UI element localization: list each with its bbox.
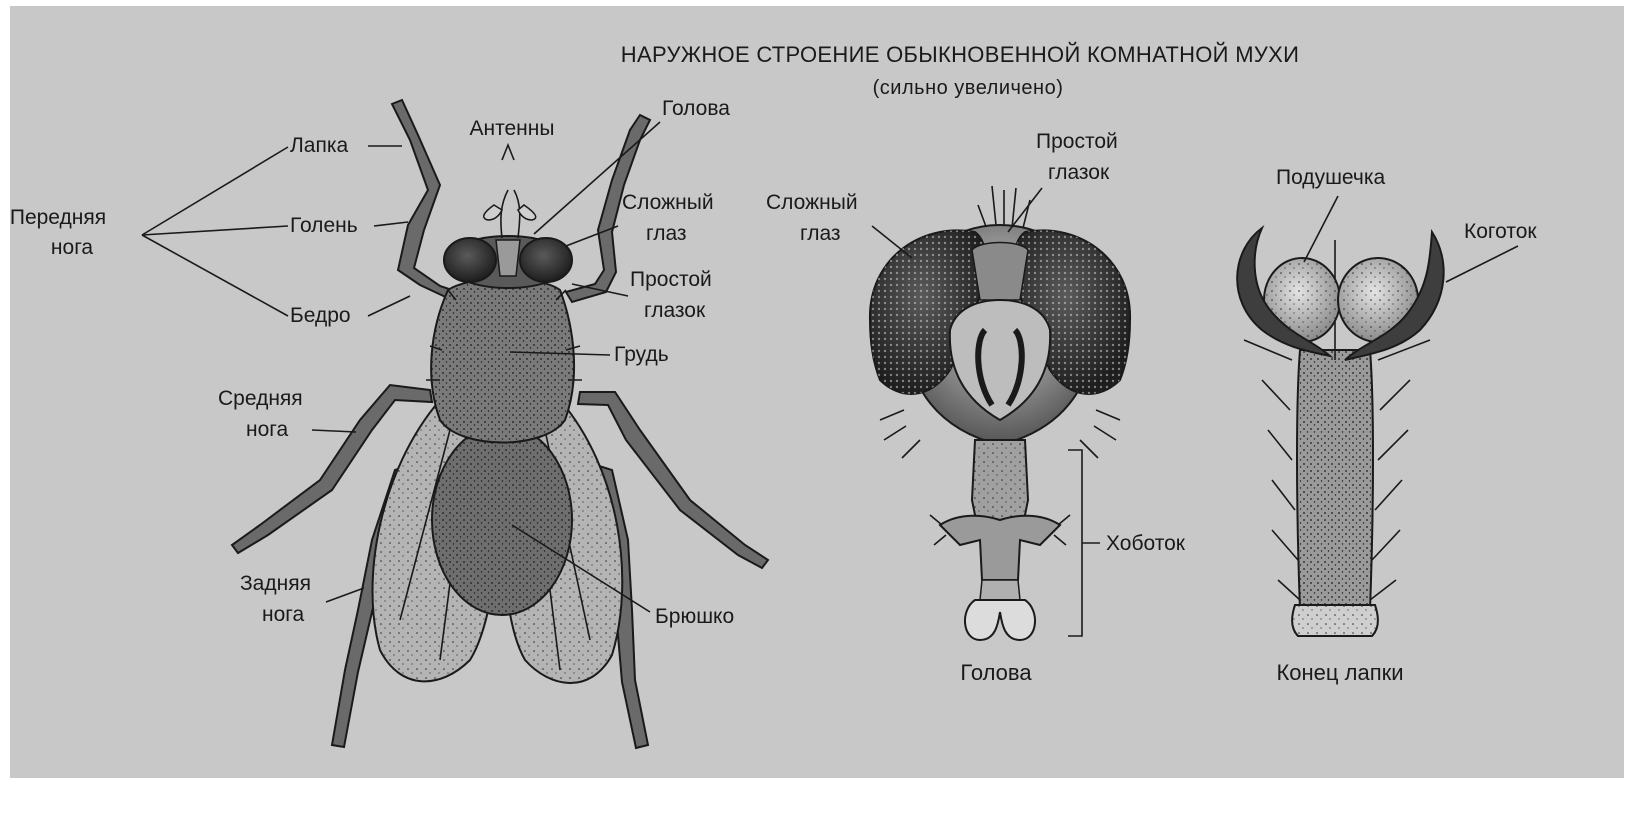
diagram-subtitle: (сильно увеличено) [873,77,1064,99]
label-middle-leg-line1: Средняя [218,387,303,410]
label-tibia: Голень [290,214,358,237]
head-label-ocellus-line2: глазок [1048,161,1110,184]
right-compound-eye [520,238,572,282]
foot-label-claw: Коготок [1464,220,1537,243]
label-femur: Бедро [290,304,351,327]
label-ocellus-line2: глазок [644,299,706,322]
label-front-leg-line1: Передняя [10,206,106,229]
label-hind-leg-line2: нога [262,603,304,626]
label-front-leg-line2: нога [51,236,93,259]
head-label-proboscis: Хоботок [1106,532,1186,555]
label-hind-leg-line1: Задняя [240,572,311,595]
label-ocellus-line1: Простой [630,268,712,291]
head-label-compound-eye-line2: глаз [800,222,841,245]
foot-caption: Конец лапки [1276,660,1403,685]
label-tarsus: Лапка [290,134,348,157]
head-caption: Голова [960,660,1032,685]
label-middle-leg-line2: нога [246,418,288,441]
left-compound-eye [444,238,496,282]
head-label-ocellus-line1: Простой [1036,130,1118,153]
label-head: Голова [662,97,730,120]
fly-head [444,236,572,288]
label-abdomen: Брюшко [655,605,734,628]
foot-label-pad: Подушечка [1276,166,1385,189]
label-antennae: Антенны [470,117,555,140]
diagram-title: НАРУЖНОЕ СТРОЕНИЕ ОБЫКНОВЕННОЙ КОМНАТНОЙ… [621,42,1299,67]
head-label-compound-eye-line1: Сложный [766,191,858,214]
label-compound-eye-line1: Сложный [622,191,714,214]
label-compound-eye-line2: глаз [646,222,687,245]
label-thorax: Грудь [614,343,669,366]
